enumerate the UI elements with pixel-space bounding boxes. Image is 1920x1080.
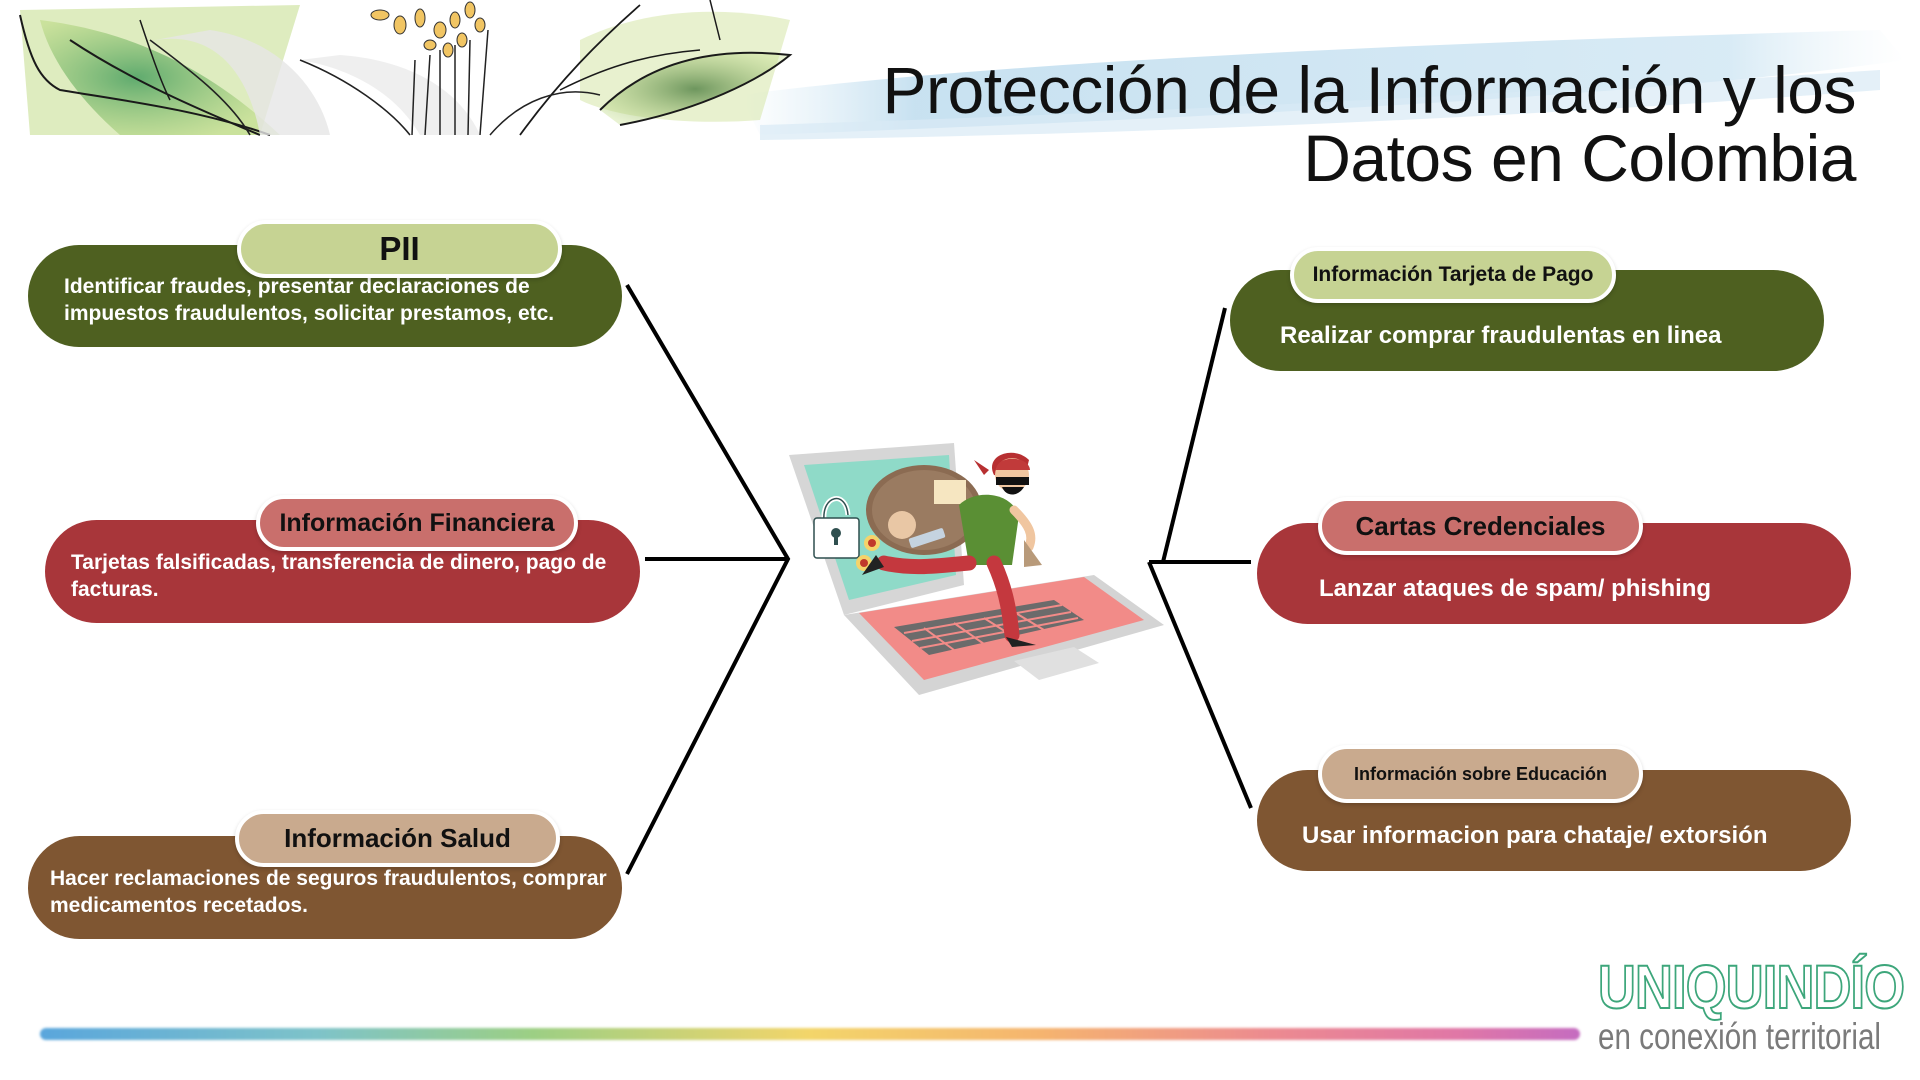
slide-title: Protección de la Información y los Datos… xyxy=(656,53,1857,195)
thief-laptop-illustration-icon xyxy=(789,443,1164,695)
card-description: Lanzar ataques de spam/ phishing xyxy=(1319,575,1712,602)
category-label-educacion: Información sobre Educación xyxy=(1318,745,1643,803)
category-label-informacion-financiera: Información Financiera xyxy=(256,495,578,551)
watercolor-flower-icon xyxy=(19,0,1905,140)
header-banner: Protección de la Información y los Datos… xyxy=(0,0,1920,200)
logo-tagline: en conexión territorial xyxy=(1598,1016,1881,1057)
title-line-2: Datos en Colombia xyxy=(1303,121,1856,195)
uniquindio-logo: UNIQUINDÍO en conexión territorial xyxy=(1597,953,1906,1057)
card-description: Usar informacion para chataje/ extorsión xyxy=(1302,822,1768,849)
card-description: Realizar comprar fraudulentas en linea xyxy=(1280,322,1722,349)
category-label-pii: PII xyxy=(237,220,562,278)
card-description: Tarjetas falsificadas, transferencia de … xyxy=(71,551,607,601)
category-label-tarjeta-de-pago: Información Tarjeta de Pago xyxy=(1290,247,1616,303)
logo-brand: UNIQUINDÍO xyxy=(1597,953,1906,1021)
card-description: Identificar fraudes, presentar declaraci… xyxy=(64,275,555,325)
card-description: Hacer reclamaciones de seguros fraudulen… xyxy=(50,867,607,917)
title-line-1: Protección de la Información y los xyxy=(882,53,1857,127)
category-label-cartas-credenciales: Cartas Credenciales xyxy=(1318,497,1643,555)
footer-rainbow-bar xyxy=(40,1028,1580,1040)
category-label-informacion-salud: Información Salud xyxy=(235,810,560,867)
